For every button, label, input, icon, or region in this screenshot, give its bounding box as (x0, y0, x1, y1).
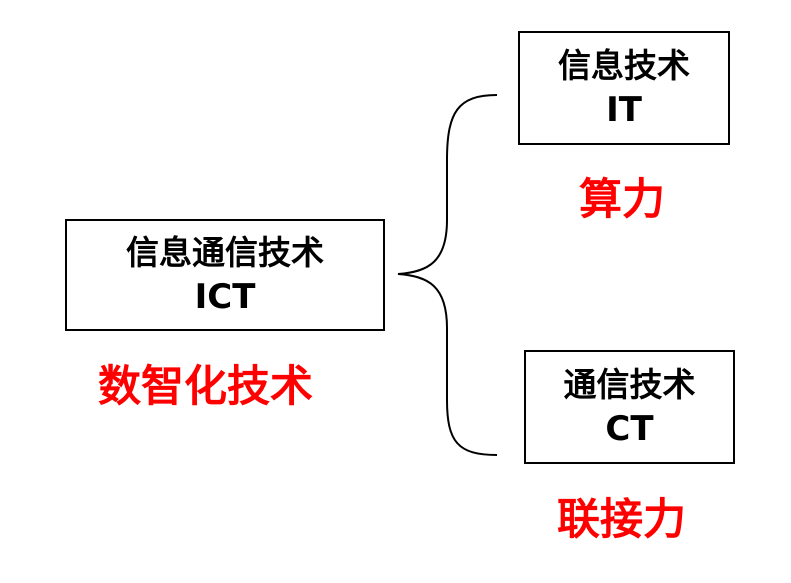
ct-caption: 联接力 (557, 495, 686, 545)
it-box: 信息技术 IT (518, 31, 730, 145)
ct-abbr: CT (605, 409, 654, 449)
ct-box: 通信技术 CT (524, 350, 735, 464)
ct-name: 通信技术 (563, 365, 696, 404)
ict-box: 信息通信技术 ICT (65, 219, 385, 331)
ict-abbr: ICT (194, 277, 256, 317)
ict-caption: 数智化技术 (98, 362, 313, 412)
curly-brace (397, 94, 498, 456)
it-caption: 算力 (579, 175, 665, 225)
it-abbr: IT (606, 90, 642, 130)
it-name: 信息技术 (558, 46, 690, 85)
ict-name: 信息通信技术 (126, 233, 324, 272)
